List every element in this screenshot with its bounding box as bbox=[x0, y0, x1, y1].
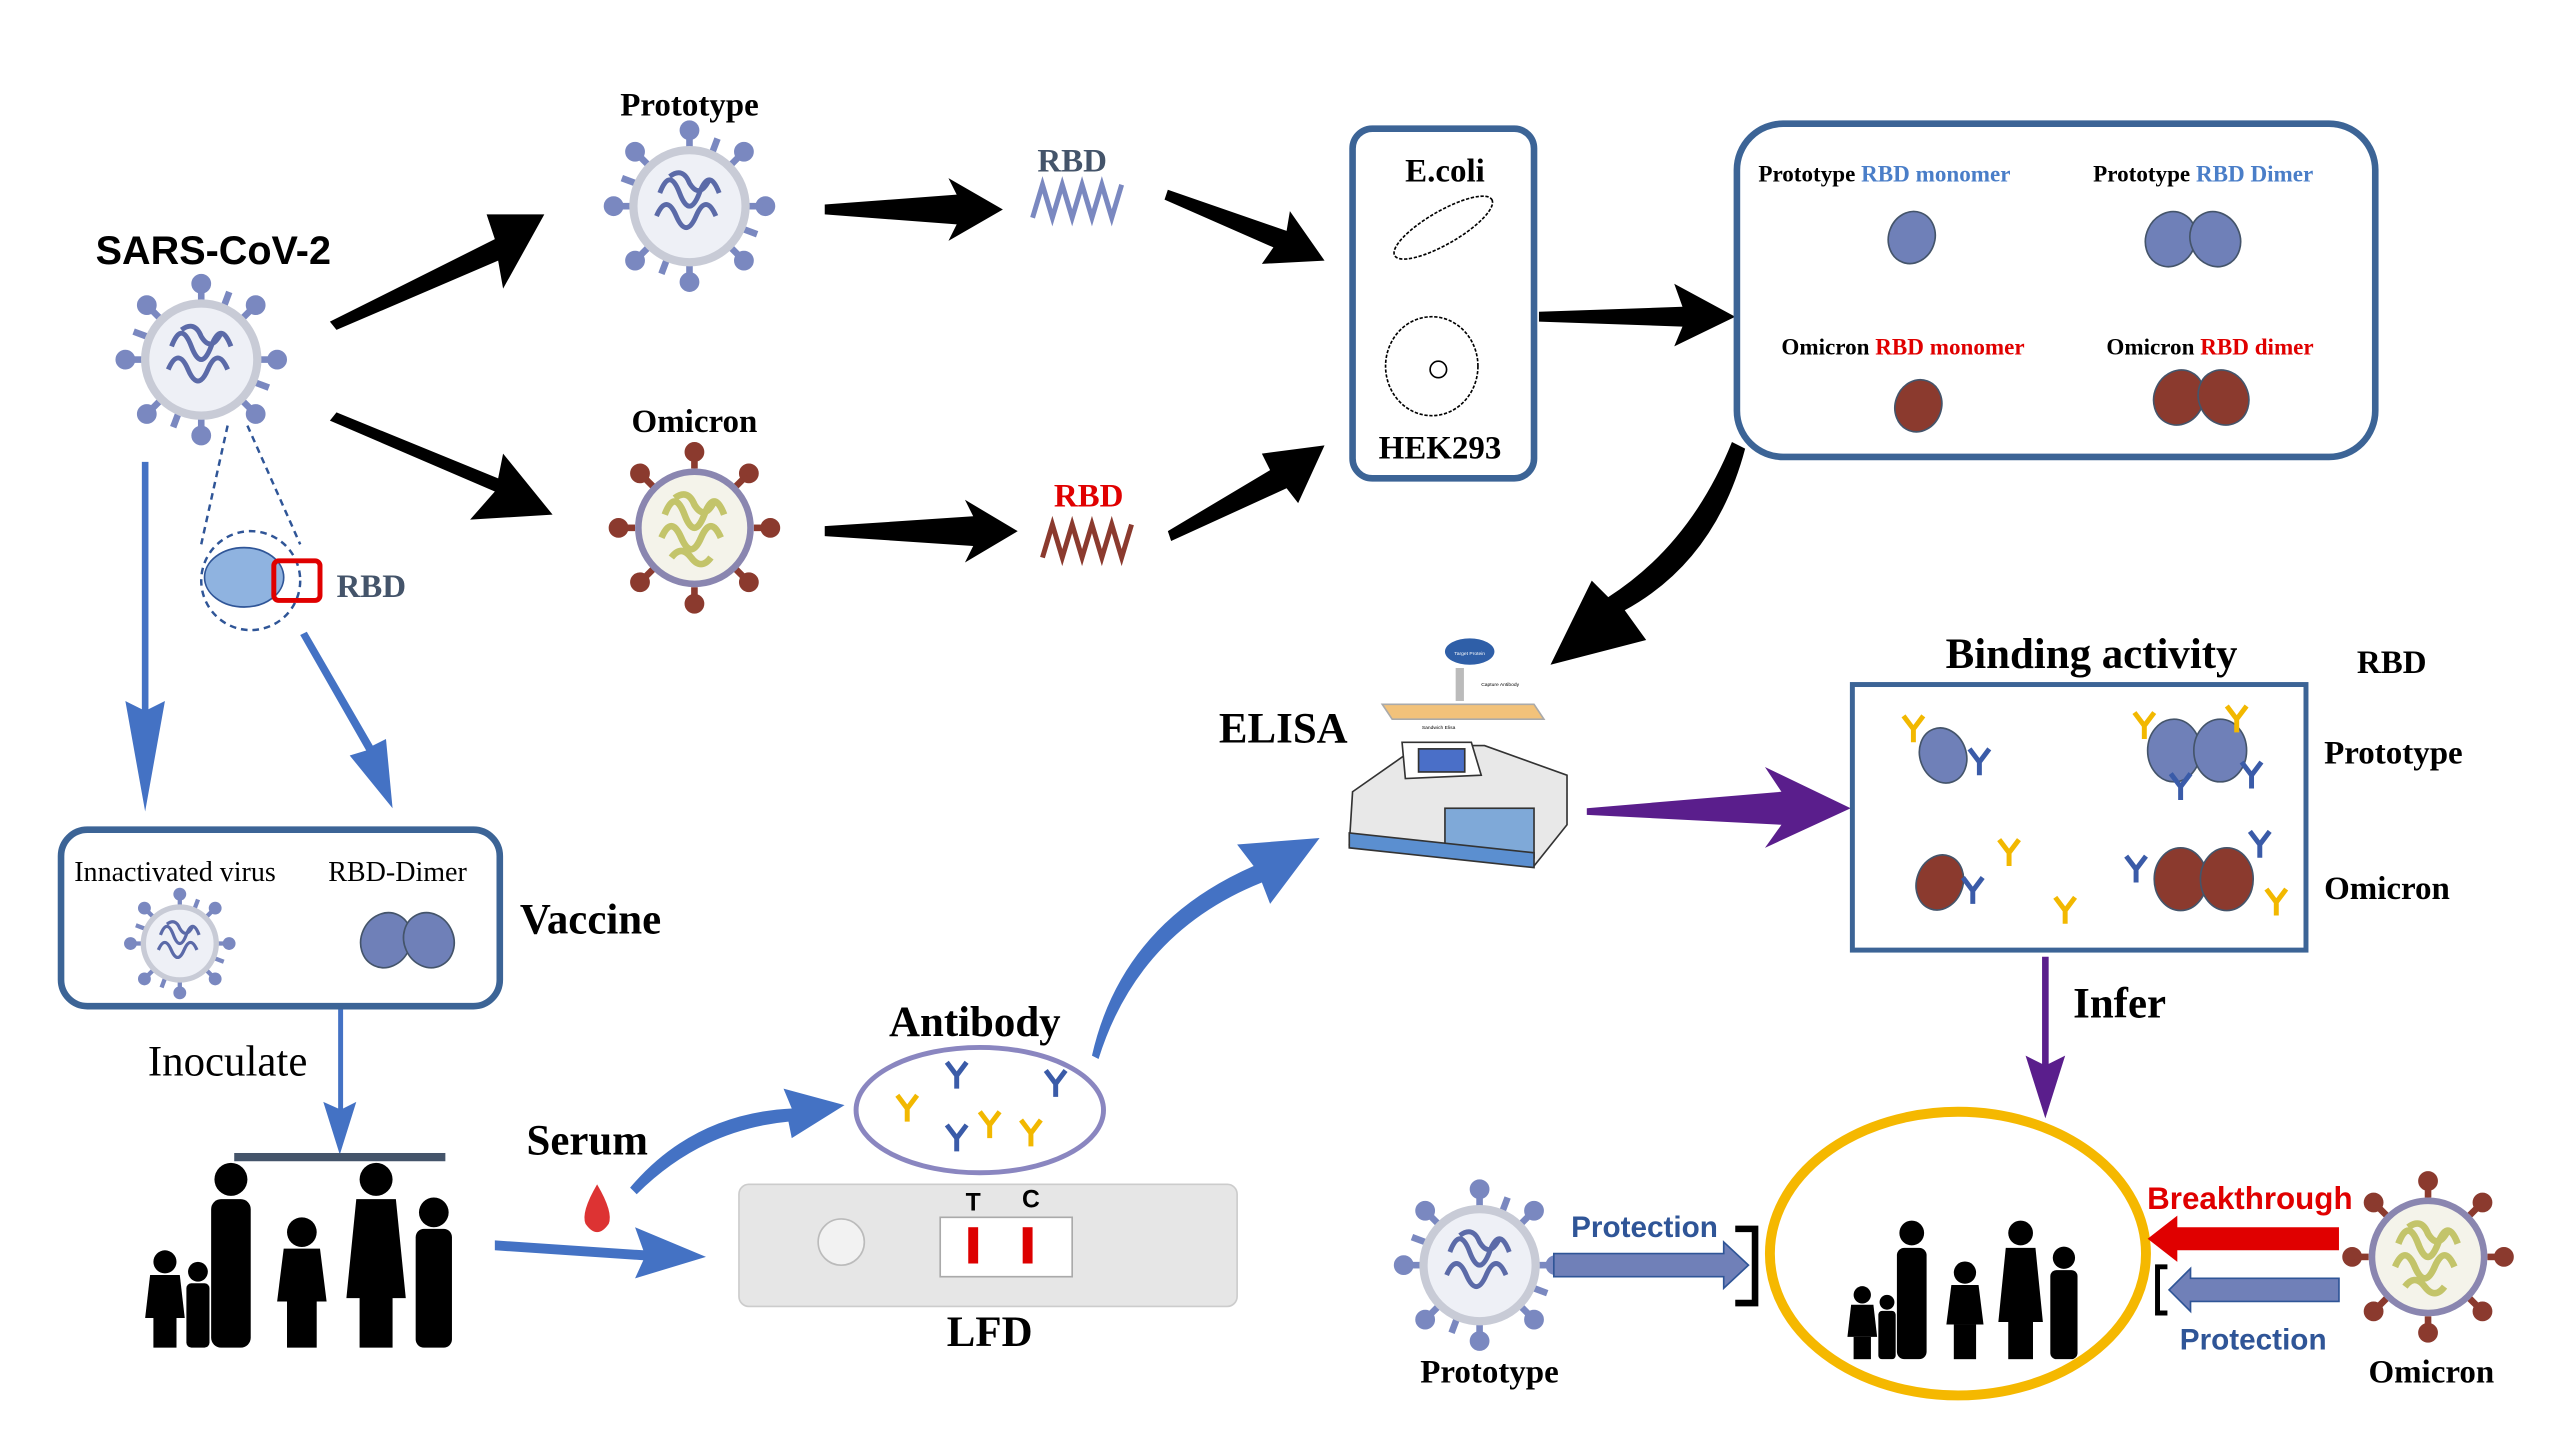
protected-family-icon bbox=[1847, 1220, 2078, 1360]
prototype-monomer-label: Prototype RBD monomer bbox=[1758, 160, 2010, 186]
rbd-dimer-label: RBD-Dimer bbox=[328, 857, 467, 888]
omicron-dimer-icon bbox=[2152, 369, 2250, 426]
arrow-rbd-ecoli bbox=[1164, 189, 1325, 264]
lfd-label: LFD bbox=[947, 1309, 1033, 1356]
hek293-label: HEK293 bbox=[1379, 431, 1502, 467]
prototype-virus-icon bbox=[607, 124, 772, 289]
vaccinated-family-icon bbox=[145, 1162, 452, 1348]
omicron-rbd-helix-icon bbox=[1040, 515, 1134, 567]
vaccine-box bbox=[57, 826, 504, 1010]
arrow-vaccine-to-people bbox=[323, 1009, 357, 1155]
prototype-monomer-icon bbox=[1887, 210, 1937, 265]
lfd-c-label: C bbox=[1022, 1186, 1040, 1213]
arrow-to-products bbox=[1538, 283, 1736, 347]
vaccine-label: Vaccine bbox=[520, 897, 661, 944]
prototype-rbd-helix-icon bbox=[1030, 176, 1125, 227]
protected-population-circle bbox=[1764, 1106, 2151, 1401]
ecoli-cell-icon bbox=[1393, 195, 1494, 260]
prototype-label: Prototype bbox=[620, 87, 759, 123]
protection-arrow-left bbox=[1552, 1240, 1750, 1291]
inoculate-label: Inoculate bbox=[148, 1038, 308, 1085]
binding-activity-title: Binding activity bbox=[1946, 631, 2238, 678]
control-line bbox=[1022, 1227, 1033, 1264]
breakthrough-arrow bbox=[2147, 1215, 2339, 1262]
lfd-t-label: T bbox=[966, 1190, 981, 1217]
elisa-plate-icon: Target Protein Capture Antibody Sandwich… bbox=[1380, 638, 1546, 731]
elisa-label: ELISA bbox=[1219, 705, 1348, 752]
protection-arrow-right bbox=[2167, 1266, 2340, 1314]
expression-system-box bbox=[1349, 125, 1538, 482]
block-bracket-left bbox=[1735, 1225, 1759, 1307]
prototype-dimer-label: Prototype RBD Dimer bbox=[2093, 160, 2313, 186]
test-line bbox=[968, 1227, 979, 1264]
outcome-omicron-label: Omicron bbox=[2368, 1354, 2494, 1390]
prototype-rbd-label: RBD bbox=[1037, 144, 1107, 180]
elisa-reader-icon bbox=[1348, 741, 1568, 869]
hek293-cell-icon bbox=[1384, 315, 1479, 417]
antibody-label: Antibody bbox=[889, 999, 1061, 1046]
sandwich-elisa-label: Sandwich Elisa bbox=[1422, 725, 1456, 731]
binding-row-prototype: Prototype bbox=[2324, 736, 2463, 772]
block-bracket-right bbox=[2155, 1264, 2168, 1316]
binding-illustrations bbox=[1904, 706, 2287, 924]
arrow-serum-to-antibody bbox=[630, 1088, 845, 1195]
binding-rbd-header: RBD bbox=[2357, 645, 2427, 681]
inactivated-virus-label: Innactivated virus bbox=[74, 857, 276, 888]
arrow-antibody-to-elisa bbox=[1091, 837, 1320, 1059]
inactivated-virus-icon bbox=[126, 890, 233, 997]
lfd-strip bbox=[738, 1183, 1238, 1308]
omicron-monomer-icon bbox=[1894, 378, 1943, 433]
infer-label: Infer bbox=[2073, 981, 2166, 1028]
blood-drop-icon bbox=[584, 1184, 610, 1233]
arrow-family-to-lfd bbox=[494, 1227, 706, 1279]
outcome-prototype-label: Prototype bbox=[1420, 1354, 1559, 1390]
arrow-to-prototype bbox=[329, 214, 545, 330]
black-arrows bbox=[329, 178, 1746, 665]
arrow-products-to-elisa bbox=[1550, 442, 1746, 665]
arrow-to-omicron bbox=[329, 412, 553, 520]
serum-label: Serum bbox=[526, 1118, 647, 1165]
capture-antibody-label: Capture Antibody bbox=[1481, 682, 1519, 688]
omicron-virus-icon bbox=[612, 445, 777, 610]
omicron-dimer-label: Omicron RBD dimer bbox=[2106, 334, 2313, 360]
omicron-rbd-label: RBD bbox=[1054, 478, 1124, 514]
arrow-elisa-to-binding bbox=[1586, 767, 1851, 848]
binding-activity-box bbox=[1849, 682, 2309, 953]
arrow-omicron-rbd bbox=[824, 499, 1018, 563]
omicron-label: Omicron bbox=[632, 404, 758, 440]
binding-row-omicron: Omicron bbox=[2324, 871, 2450, 907]
target-protein-label: Target Protein bbox=[1454, 651, 1485, 657]
ecoli-label: E.coli bbox=[1405, 153, 1485, 189]
arrow-prototype-rbd bbox=[824, 178, 1003, 241]
rbd-products-box bbox=[1733, 120, 2379, 461]
omicron-challenge-virus-icon bbox=[2346, 1174, 2511, 1339]
sars-cov-2-virus-icon bbox=[119, 277, 284, 442]
arrow-virus-to-vaccine bbox=[125, 461, 165, 812]
sars-cov-2-title: SARS-CoV-2 bbox=[96, 229, 331, 273]
prototype-challenge-virus-icon bbox=[1397, 1183, 1562, 1348]
protection-left-label: Protection bbox=[1571, 1211, 1718, 1244]
rbd-zoom-callout bbox=[200, 425, 323, 632]
arrow-rbd-hek bbox=[1167, 445, 1325, 542]
rbd-dimer-vaccine-icon bbox=[359, 911, 456, 969]
rbd-callout-label: RBD bbox=[336, 569, 406, 605]
breakthrough-label: Breakthrough bbox=[2147, 1181, 2352, 1216]
prototype-dimer-icon bbox=[2144, 210, 2242, 268]
arrow-binding-to-infer bbox=[2025, 956, 2066, 1119]
antibody-pool bbox=[853, 1044, 1106, 1176]
omicron-monomer-label: Omicron RBD monomer bbox=[1781, 334, 2024, 360]
population-bar bbox=[234, 1152, 446, 1162]
protection-right-label: Protection bbox=[2180, 1323, 2327, 1356]
arrow-rbd-to-vaccine bbox=[300, 631, 393, 809]
